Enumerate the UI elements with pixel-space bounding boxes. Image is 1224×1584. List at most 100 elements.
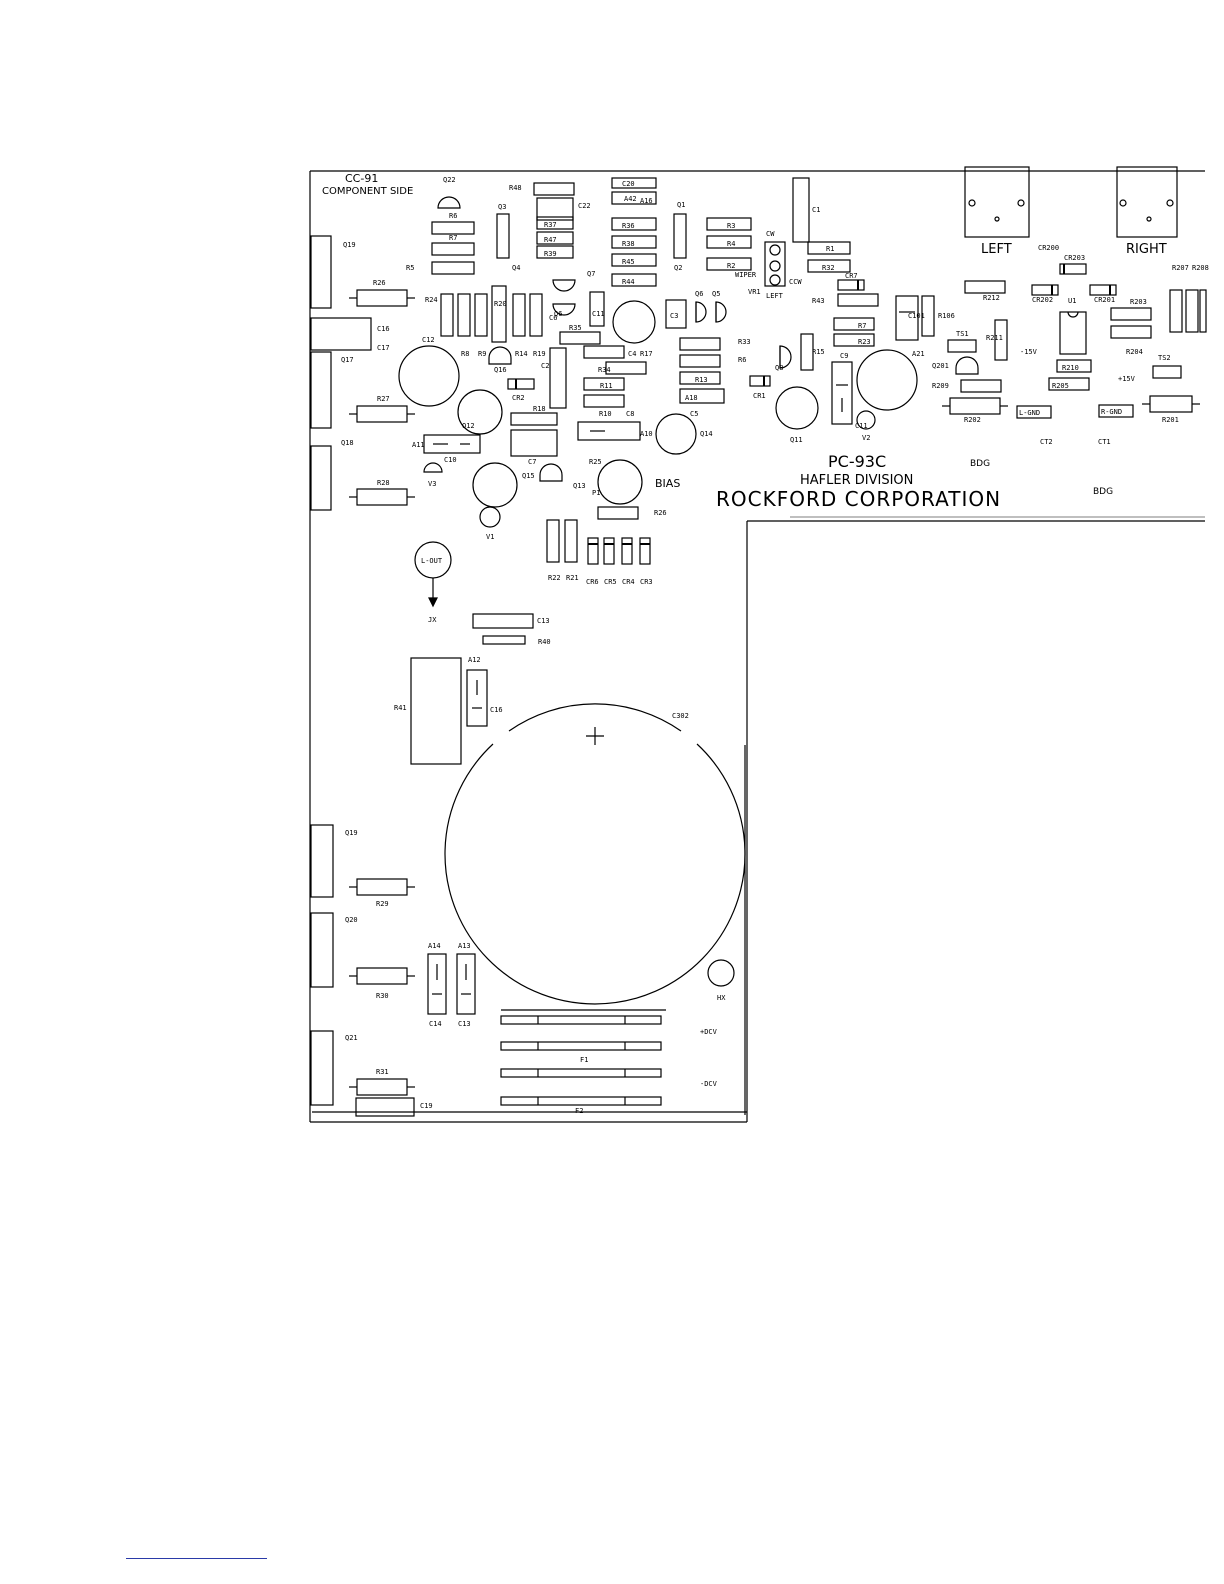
ref-r5: R5 [406, 264, 414, 272]
cr7-diode [837, 279, 865, 291]
ref-r37: R37 [544, 221, 557, 229]
right-jack-label: RIGHT [1126, 242, 1167, 257]
q201-shape [955, 356, 979, 375]
ref-c4: C4 [628, 350, 636, 358]
ref-r32: R32 [822, 264, 835, 272]
ref-a11: A11 [412, 441, 425, 449]
model-number: PC-93C [828, 452, 886, 471]
ref-r22: R22 [548, 574, 561, 582]
ref-p1: P1 [592, 489, 600, 497]
ref-r3: R3 [727, 222, 735, 230]
ref-q21: Q21 [345, 1034, 358, 1042]
diode-cr201 [1089, 284, 1117, 296]
footer-rule [126, 1558, 267, 1559]
resistor-r209 [960, 379, 1002, 393]
ref-q22: Q22 [443, 176, 456, 184]
cap-c1 [792, 177, 810, 243]
ref-r4: R4 [727, 240, 735, 248]
ref-cr6: CR6 [586, 578, 599, 586]
ref-r27: R27 [377, 395, 390, 403]
ref-c11b: C11 [855, 422, 868, 430]
resistor-r15 [800, 333, 814, 371]
ts2 [1152, 365, 1182, 379]
resistor-r32 [807, 259, 851, 273]
ref-r43: R43 [812, 297, 825, 305]
ref-a13: A13 [458, 942, 471, 950]
resistor-r201 [1142, 395, 1200, 413]
ref-r6b: R6 [738, 356, 746, 364]
cap-c19 [355, 1097, 415, 1117]
fuse-f2 [500, 1068, 662, 1106]
edge-transistor-q21 [310, 1030, 334, 1106]
ref-r36: R36 [622, 222, 635, 230]
ref-r41: R41 [394, 704, 407, 712]
diode-cr203 [1059, 263, 1087, 275]
jx-label: JX [428, 616, 437, 624]
ref-q1: Q1 [677, 201, 685, 209]
l-out-label: L-OUT [421, 557, 443, 565]
ref-cr7: CR7 [845, 272, 858, 280]
resistor-r4 [706, 235, 752, 249]
ref-r34: R34 [598, 366, 611, 374]
ref-q7: Q7 [587, 270, 595, 278]
board-outline [309, 170, 1205, 1123]
ref-q5: Q5 [712, 290, 720, 298]
ref-r26b: R26 [654, 509, 667, 517]
edge-transistor-q17 [310, 351, 332, 429]
ref-r38: R38 [622, 240, 635, 248]
ref-r1: R1 [826, 245, 834, 253]
ref-r6: R6 [449, 212, 457, 220]
vr1-left-label: LEFT [766, 292, 784, 300]
q8-shape [779, 345, 792, 369]
ref-r29: R29 [376, 900, 389, 908]
trimmer-vr1 [764, 241, 786, 287]
resistor-r207 [1169, 289, 1183, 333]
left-jack-label: LEFT [981, 242, 1012, 257]
ref-a10: A10 [640, 430, 653, 438]
ref-a14: A14 [428, 942, 441, 950]
resistor-a18 [679, 388, 725, 404]
diode-cr3 [639, 537, 651, 565]
bdg-label-2: BDG [1093, 487, 1113, 497]
resistor-r21 [564, 519, 578, 563]
ref-c2: C2 [541, 362, 549, 370]
ref-r208: R208 [1192, 264, 1209, 272]
ref-q14: Q14 [700, 430, 713, 438]
q15b-shape [539, 463, 563, 482]
ref-c6: C6 [549, 314, 557, 322]
ref-c19: C19 [420, 1102, 433, 1110]
resistor-r40 [482, 635, 526, 645]
resistor-r30 [349, 967, 415, 985]
cap-c13-top [472, 613, 534, 629]
transistor-q15 [472, 462, 518, 508]
ref-q8: Q8 [775, 364, 783, 372]
resistor-r34 [605, 361, 647, 375]
resistor-r37 [536, 216, 574, 230]
ref-c13-top: C13 [537, 617, 550, 625]
ref-r25: R25 [589, 458, 602, 466]
diode-cr1 [749, 375, 771, 387]
ref-r7: R7 [449, 234, 457, 242]
resistor-r203 [1110, 307, 1152, 321]
c302-label: C302 [672, 712, 689, 720]
ref-c1: C1 [812, 206, 820, 214]
ts1 [947, 339, 977, 353]
cap-c101 [895, 295, 919, 341]
ref-a12: A12 [468, 656, 481, 664]
capacitor-c302 [444, 703, 746, 1005]
ref-u1: U1 [1068, 297, 1076, 305]
edge-transistor-q19 [310, 235, 332, 309]
ref-ct2: CT2 [1040, 438, 1053, 446]
ref-r48: R48 [509, 184, 522, 192]
header-side: COMPONENT SIDE [322, 186, 413, 197]
resistor-r7b [833, 317, 875, 331]
resistor-r208 [1185, 289, 1199, 333]
ref-q4: Q4 [512, 264, 520, 272]
vr1-ccw-label: CCW [789, 278, 802, 286]
company-name: ROCKFORD CORPORATION [716, 487, 1001, 511]
ref-c14: C14 [429, 1020, 442, 1028]
resistor-block-r7 [431, 242, 475, 256]
resistor-r17 [583, 345, 625, 359]
ref-r18: R18 [533, 405, 546, 413]
